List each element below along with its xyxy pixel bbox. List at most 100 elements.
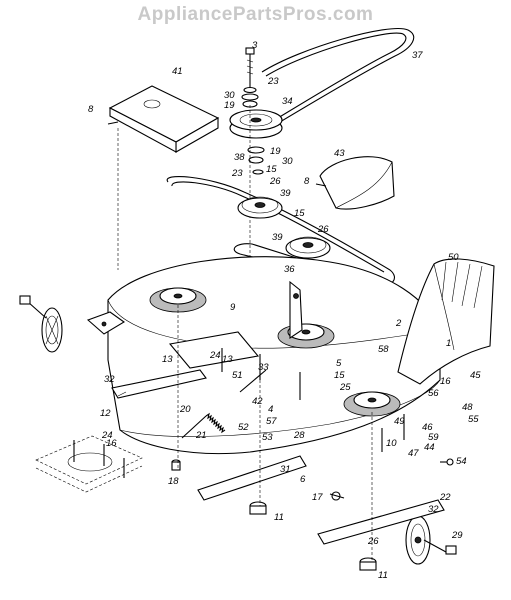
bolt-3	[245, 47, 255, 92]
part-label-18: 18	[168, 476, 179, 487]
part-label-43: 43	[334, 148, 345, 159]
part-label-6: 6	[300, 474, 306, 485]
part-label-59: 59	[428, 432, 439, 443]
part-label-49: 49	[394, 416, 405, 427]
part-label-39b: 39	[272, 232, 283, 243]
part-label-25: 25	[339, 382, 351, 393]
deck-baffle-plate	[168, 331, 260, 369]
part-label-52: 52	[238, 422, 249, 433]
part-label-51: 51	[232, 370, 243, 381]
part-label-56: 56	[428, 388, 439, 399]
part-label-5: 5	[336, 358, 342, 369]
part-label-16a: 16	[440, 376, 451, 387]
part-label-37: 37	[412, 50, 423, 61]
idler-pulley-39-lower	[285, 236, 331, 259]
part-label-16b: 16	[106, 438, 117, 449]
top-belt-37	[261, 28, 415, 129]
washers-23-30-19	[241, 86, 259, 108]
blade-31-center	[197, 455, 307, 501]
hardware-11-right	[359, 557, 377, 571]
part-label-41: 41	[172, 66, 183, 77]
part-label-8b: 8	[304, 176, 310, 187]
part-label-20: 20	[179, 404, 191, 415]
hardware-18	[171, 459, 181, 471]
belt-cover-41	[107, 85, 220, 153]
part-label-10: 10	[386, 438, 397, 449]
part-label-21: 21	[195, 430, 207, 441]
part-label-32a: 32	[104, 374, 115, 385]
discharge-chute-50	[397, 258, 495, 385]
part-label-8a: 8	[88, 104, 94, 115]
gauge-wheel-22	[405, 515, 457, 565]
part-label-31: 31	[280, 464, 291, 475]
part-label-53: 53	[262, 432, 273, 443]
part-label-9: 9	[230, 302, 236, 313]
part-label-54: 54	[456, 456, 467, 467]
part-label-50: 50	[448, 252, 459, 263]
part-label-1: 1	[446, 338, 451, 349]
idler-bracket-2	[289, 280, 303, 340]
idler-pulley-39-upper	[237, 196, 283, 219]
part-label-15c: 15	[334, 370, 345, 381]
part-label-34: 34	[282, 96, 293, 107]
part-label-11a: 11	[274, 512, 284, 523]
lower-washers-38-19-30	[247, 146, 265, 175]
part-label-22: 22	[439, 492, 451, 503]
part-label-32b: 32	[428, 504, 439, 515]
part-label-2: 2	[395, 318, 402, 329]
part-label-58: 58	[378, 344, 389, 355]
hardware-54	[440, 458, 454, 466]
part-label-29: 29	[451, 530, 463, 541]
part-label-24b: 24	[101, 430, 113, 441]
lift-bracket-left	[86, 311, 126, 335]
part-label-26a: 26	[269, 176, 281, 187]
part-label-33: 33	[258, 362, 269, 373]
spindle-center	[277, 323, 335, 349]
part-label-30b: 30	[282, 156, 293, 167]
tension-spring-21	[181, 369, 267, 439]
part-label-47: 47	[408, 448, 419, 459]
pulley-assembly-34	[229, 109, 283, 139]
blade-32-left	[111, 369, 207, 399]
gauge-wheel-upper-left	[19, 295, 63, 353]
part-label-4: 4	[268, 404, 273, 415]
hardware-17	[329, 491, 345, 501]
part-label-38: 38	[234, 152, 245, 163]
hardware-11-left	[249, 501, 267, 515]
part-label-15a: 15	[266, 164, 277, 175]
part-label-23a: 23	[267, 76, 279, 87]
part-label-3: 3	[252, 40, 258, 51]
part-label-44: 44	[424, 442, 435, 453]
part-label-19a: 19	[224, 100, 235, 111]
part-label-13b: 13	[222, 354, 233, 365]
part-label-13a: 13	[162, 354, 173, 365]
part-label-26b: 26	[317, 224, 329, 235]
part-label-46: 46	[422, 422, 433, 433]
part-label-39a: 39	[280, 188, 291, 199]
part-label-15b: 15	[294, 208, 305, 219]
blade-adapter-bracket-12	[35, 435, 143, 493]
part-label-36: 36	[284, 264, 295, 275]
part-label-30a: 30	[224, 90, 235, 101]
part-label-55: 55	[468, 414, 479, 425]
belt-cover-43	[315, 156, 395, 210]
part-label-12: 12	[100, 408, 111, 419]
spindle-right	[343, 391, 401, 417]
spindle-left	[149, 287, 207, 313]
part-label-48: 48	[462, 402, 473, 413]
part-label-24a: 24	[209, 350, 221, 361]
part-label-45: 45	[470, 370, 481, 381]
deck-bolts	[221, 348, 405, 452]
part-label-11b: 11	[378, 570, 388, 581]
part-label-23b: 23	[231, 168, 243, 179]
part-label-57: 57	[266, 416, 277, 427]
part-label-26c: 26	[367, 536, 379, 547]
blade-32-right	[317, 499, 445, 545]
part-label-19b: 19	[270, 146, 281, 157]
part-label-17: 17	[312, 492, 323, 503]
watermark: AppliancePartsPros.com	[137, 4, 374, 25]
part-label-42: 42	[252, 396, 263, 407]
part-label-28: 28	[293, 430, 305, 441]
